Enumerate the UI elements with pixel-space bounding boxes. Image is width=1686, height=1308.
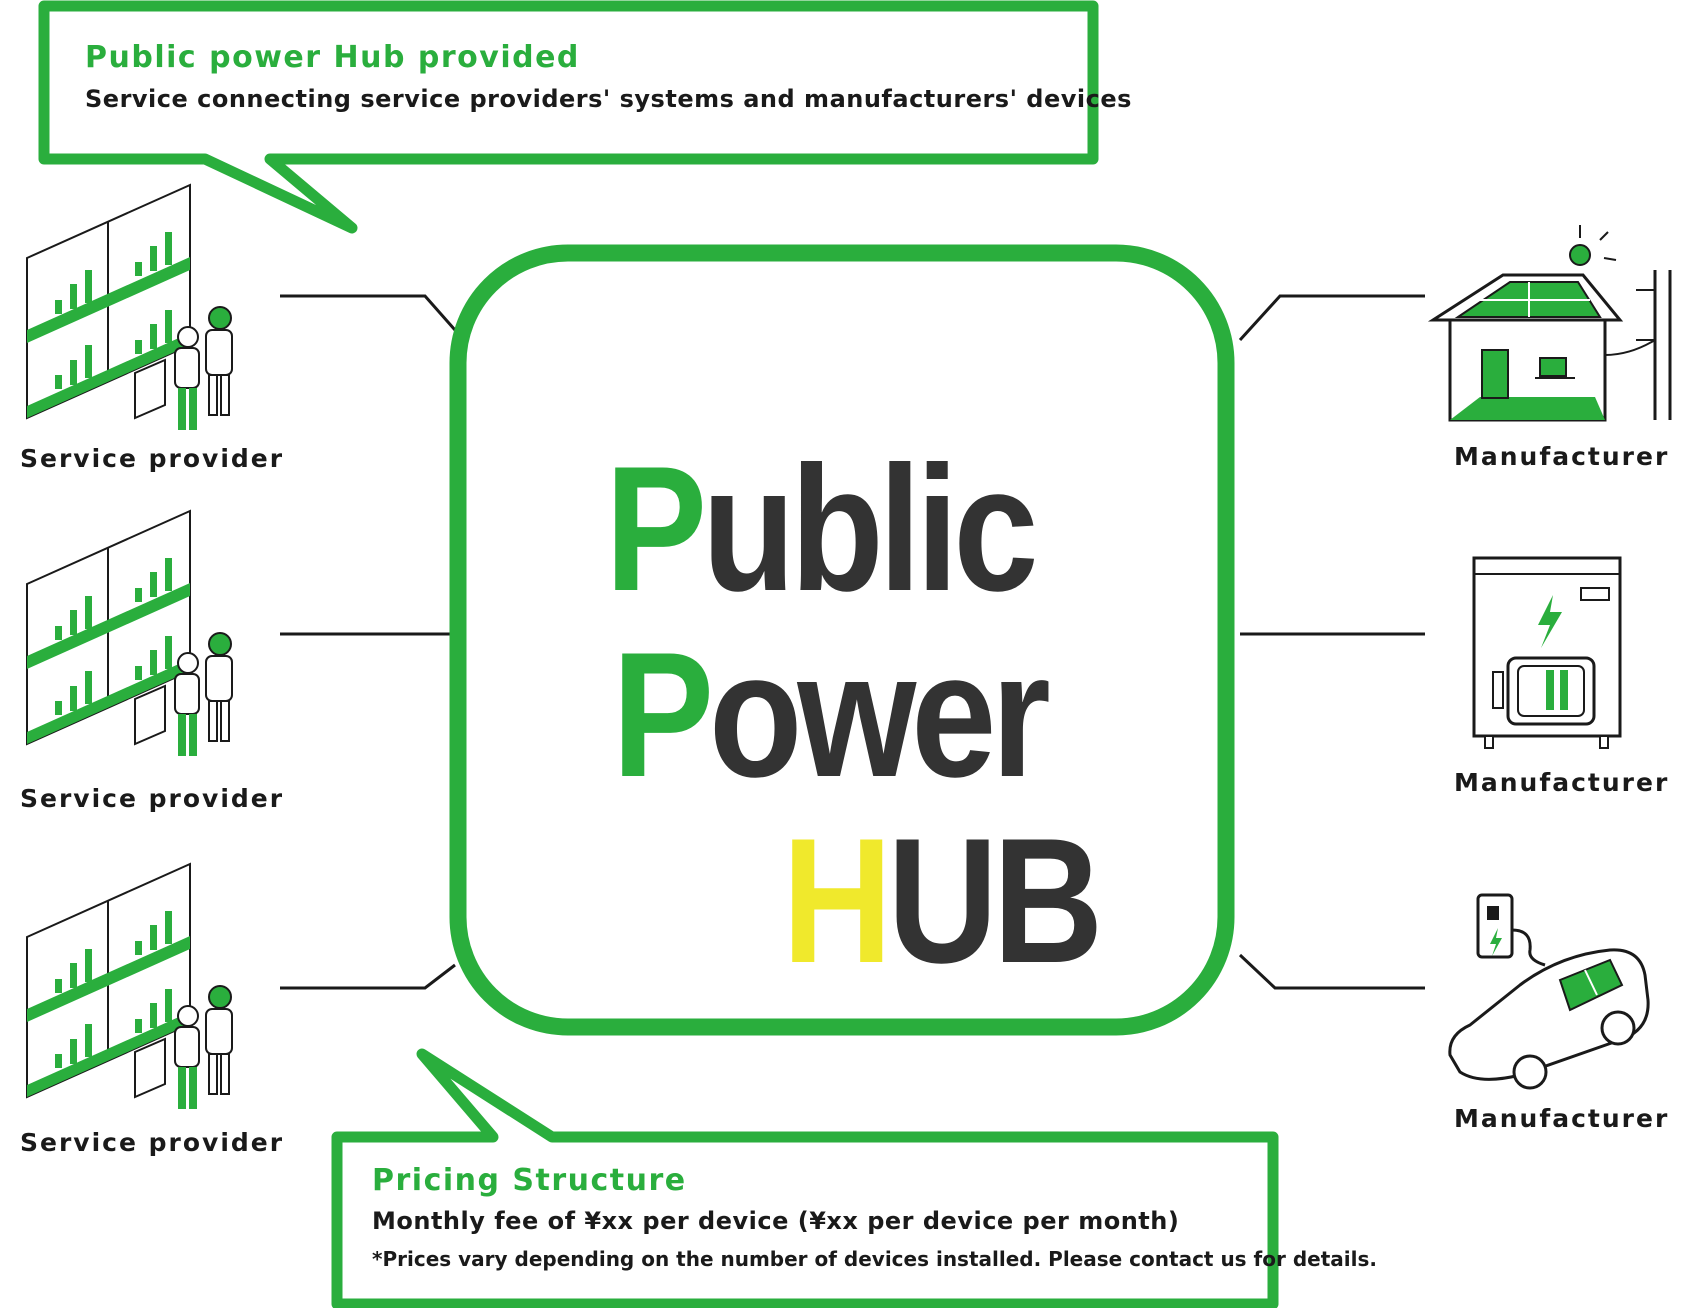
service-provider-label-3: Service provider [20, 1128, 285, 1157]
callout-bottom-box [331, 1048, 1279, 1308]
hub-initial-p2: P [612, 615, 714, 814]
callout-top-box [38, 0, 1099, 234]
callout-bottom-note: *Prices vary depending on the number of … [372, 1247, 1377, 1271]
callout-bottom-title: Pricing Structure [372, 1163, 687, 1198]
hub-initial-h: H [782, 801, 893, 1000]
manufacturer-label-1: Manufacturer [1454, 442, 1670, 471]
connector-line-right-1 [1238, 294, 1425, 342]
hub-rest-ublic: ublic [701, 429, 1039, 628]
electric-vehicle-icon [1448, 893, 1650, 1090]
service-provider-icon [26, 184, 233, 431]
callout-top-subtitle: Service connecting service providers' sy… [85, 85, 1132, 113]
connector-line-left-1 [280, 294, 457, 331]
house-solar-icon [1427, 225, 1672, 422]
hub-rest-ower: ower [708, 615, 1051, 814]
manufacturer-label-3: Manufacturer [1454, 1104, 1670, 1133]
hub-rest-ub: UB [887, 801, 1103, 1000]
hub-line-hub: HUB [782, 812, 1103, 990]
connector-line-left-3 [280, 963, 456, 990]
hub-line-power: Power [612, 626, 1051, 804]
service-provider-icon [26, 863, 233, 1110]
battery-storage-icon [1472, 556, 1622, 749]
hub-box [449, 244, 1235, 1036]
service-provider-label-2: Service provider [20, 784, 285, 813]
connector-line-right-3 [1238, 953, 1425, 990]
service-provider-icon [26, 510, 233, 757]
callout-bottom-subtitle: Monthly fee of ¥xx per device (¥xx per d… [372, 1207, 1180, 1235]
callout-top-title: Public power Hub provided [85, 40, 580, 75]
hub-initial-p1: P [605, 429, 707, 628]
manufacturer-label-2: Manufacturer [1454, 768, 1670, 797]
hub-line-public: Public [605, 440, 1039, 618]
service-provider-label-1: Service provider [20, 444, 285, 473]
